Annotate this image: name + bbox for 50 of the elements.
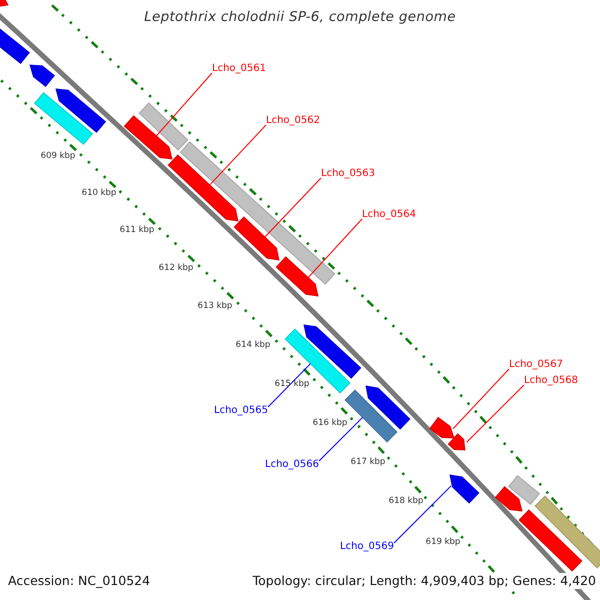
gene-label: Lcho_0567 <box>509 359 563 371</box>
gene-block <box>276 256 319 296</box>
gene-block <box>448 433 466 450</box>
gene-block <box>450 474 480 504</box>
gene-block <box>55 88 106 133</box>
gene-bar <box>508 475 540 505</box>
gene-block <box>366 386 410 430</box>
gene-label: Lcho_0569 <box>340 541 394 553</box>
gene-label: Lcho_0563 <box>321 168 375 180</box>
gene-bar <box>534 495 600 569</box>
scale-label: 618 kbp <box>388 496 424 506</box>
gene-block <box>429 416 455 438</box>
leader-line <box>264 178 322 238</box>
footer-text: Accession: NC_010524 <box>7 573 152 589</box>
footer-text: Topology: circular; Length: 4,909,403 bp; Genes: 4,420 <box>252 573 597 589</box>
gene-bar <box>138 102 188 151</box>
gene-label: Lcho_0568 <box>524 375 578 387</box>
scale-label: 612 kbp <box>158 263 194 273</box>
leader-line <box>308 218 362 278</box>
scale-label: 611 kbp <box>120 225 154 235</box>
gene-label: Lcho_0566 <box>265 459 319 471</box>
gene-block <box>494 486 523 512</box>
leader-line <box>268 363 311 408</box>
scale-label: 615 kbp <box>274 379 310 389</box>
gene-label: Lcho_0561 <box>212 63 266 75</box>
scale-label: 609 kbp <box>40 151 76 161</box>
gene-block <box>234 216 280 260</box>
scale-label: 610 kbp <box>82 188 116 198</box>
leader-line <box>318 416 364 462</box>
gene-block <box>29 64 55 88</box>
scale-label: 617 kbp <box>350 457 386 467</box>
scale-label: 619 kbp <box>426 537 460 547</box>
gene-bar <box>34 92 94 145</box>
gene-block <box>303 324 362 379</box>
scale-label: 614 kbp <box>236 340 270 350</box>
leader-line <box>394 485 452 544</box>
scale-label: 616 kbp <box>312 418 348 428</box>
gene-bar <box>518 509 582 572</box>
leader-line <box>209 124 266 186</box>
title: Leptothrix cholodnii SP-6, complete genome <box>143 9 457 25</box>
leader-line <box>466 384 524 443</box>
scale-label: 613 kbp <box>198 301 232 311</box>
gene-label: Lcho_0562 <box>266 115 320 127</box>
leader-line <box>452 368 510 430</box>
gene-block <box>124 115 173 160</box>
gene-label: Lcho_0564 <box>362 209 416 221</box>
leader-line <box>156 72 212 136</box>
gene-label: Lcho_0565 <box>214 405 268 417</box>
gene-block <box>0 0 9 8</box>
gene-block <box>168 154 238 222</box>
